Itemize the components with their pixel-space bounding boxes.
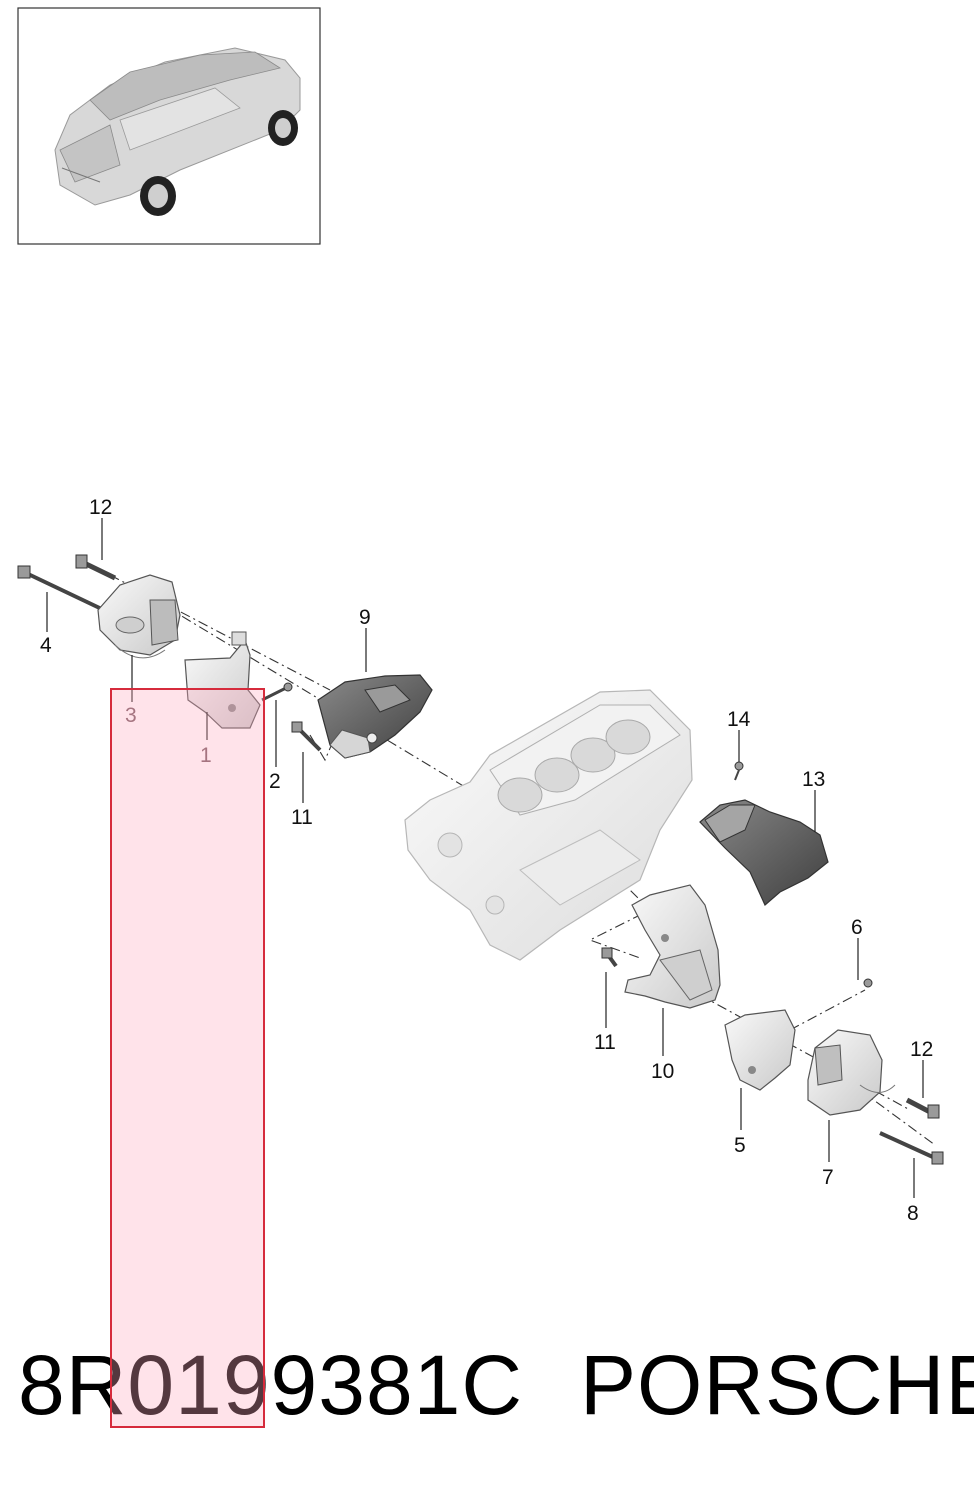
callout-leader-lines xyxy=(46,518,924,1198)
callout-2: 2 xyxy=(269,770,281,793)
vehicle-thumbnail xyxy=(17,7,321,245)
part-13-heat-shield xyxy=(699,799,829,906)
callout-9: 9 xyxy=(359,606,371,629)
part-10-mounting-bracket xyxy=(624,884,721,1009)
callout-labels: 12 4 3 1 2 11 9 14 13 11 10 6 5 12 7 8 xyxy=(40,496,933,1225)
callout-3: 3 xyxy=(125,704,137,727)
part-1-bracket xyxy=(184,631,261,729)
part-number-text: 8R0199381C xyxy=(18,1338,524,1432)
callout-12-upper: 12 xyxy=(89,496,112,519)
callout-14: 14 xyxy=(727,708,751,731)
part-3-engine-mount xyxy=(97,574,181,659)
engine-block xyxy=(404,689,693,961)
part-6-bolt xyxy=(863,978,873,988)
part-9-support-bracket xyxy=(317,674,433,759)
callout-10: 10 xyxy=(651,1060,674,1083)
part-12-bolt-upper xyxy=(75,554,117,581)
callout-11-right: 11 xyxy=(594,1031,616,1054)
part-11-bolt-left xyxy=(291,721,322,752)
part-4-bolt xyxy=(17,565,109,614)
callout-12-lower: 12 xyxy=(910,1038,933,1061)
callout-7: 7 xyxy=(822,1166,834,1189)
part-8-bolt xyxy=(879,1131,944,1165)
part-2-bolt xyxy=(261,682,293,702)
callout-11-left: 11 xyxy=(291,806,313,829)
part-12-bolt-lower xyxy=(905,1097,940,1119)
callout-6: 6 xyxy=(851,916,863,939)
callout-4: 4 xyxy=(40,634,52,657)
callout-8: 8 xyxy=(907,1202,919,1225)
callout-5: 5 xyxy=(734,1134,746,1157)
part-11-bolt-right xyxy=(601,947,618,968)
part-14-bolt xyxy=(734,761,744,781)
selection-highlight-box xyxy=(110,688,265,1428)
brand-text: PORSCHE xyxy=(580,1338,974,1432)
callout-1: 1 xyxy=(200,744,212,767)
suv-illustration xyxy=(54,47,301,216)
callout-13: 13 xyxy=(802,768,825,791)
part-5-bracket xyxy=(724,1009,796,1091)
part-7-engine-mount xyxy=(807,1029,896,1116)
